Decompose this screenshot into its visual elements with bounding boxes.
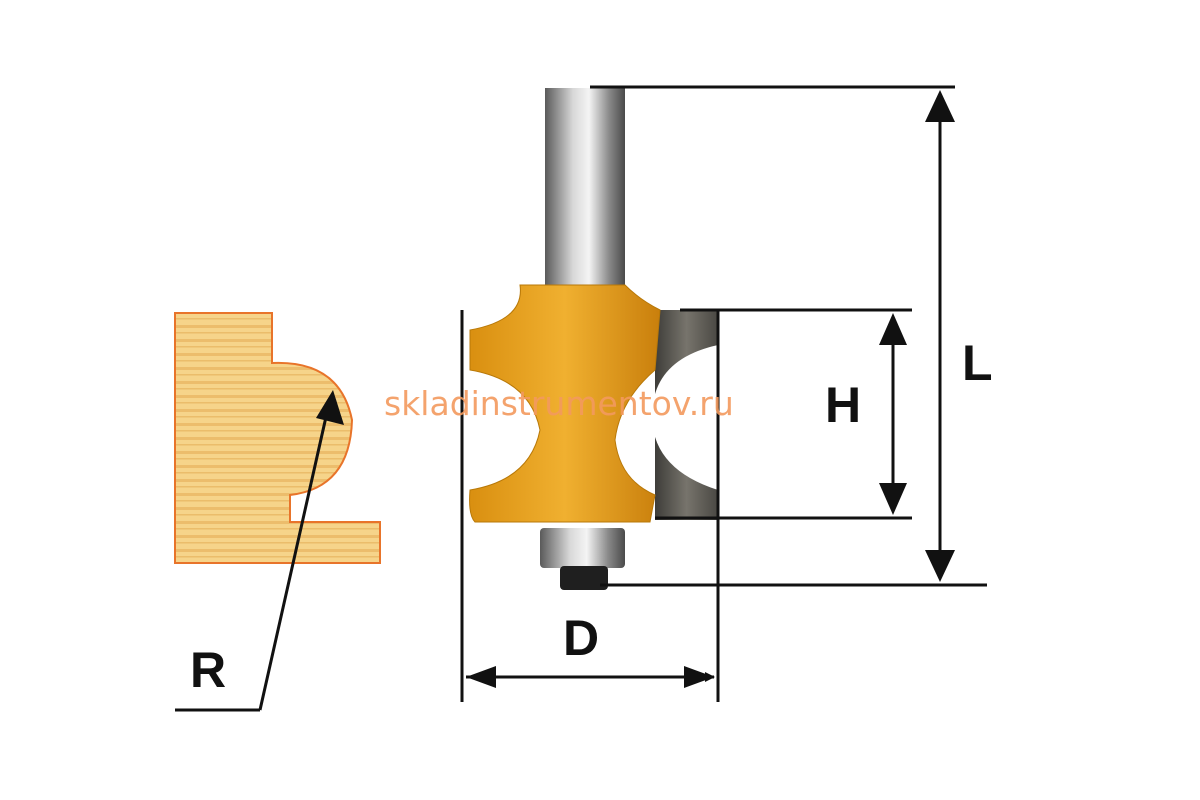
bearing (540, 528, 625, 568)
bearing-nut (560, 566, 608, 590)
wood-profile (174, 312, 381, 564)
watermark: skladinstrumentov.ru (384, 384, 734, 423)
diameter-dimension (460, 310, 720, 702)
router-bit (469, 88, 718, 590)
blade-cutout (651, 345, 718, 490)
length-label: L (962, 335, 993, 391)
diameter-label: D (563, 610, 599, 666)
length-dimension (590, 85, 987, 587)
height-label: H (825, 377, 861, 433)
radius-pointer (175, 390, 344, 712)
height-dimension (655, 308, 912, 520)
shank (545, 88, 625, 308)
radius-label: R (190, 642, 226, 698)
bit-body (469, 284, 661, 523)
